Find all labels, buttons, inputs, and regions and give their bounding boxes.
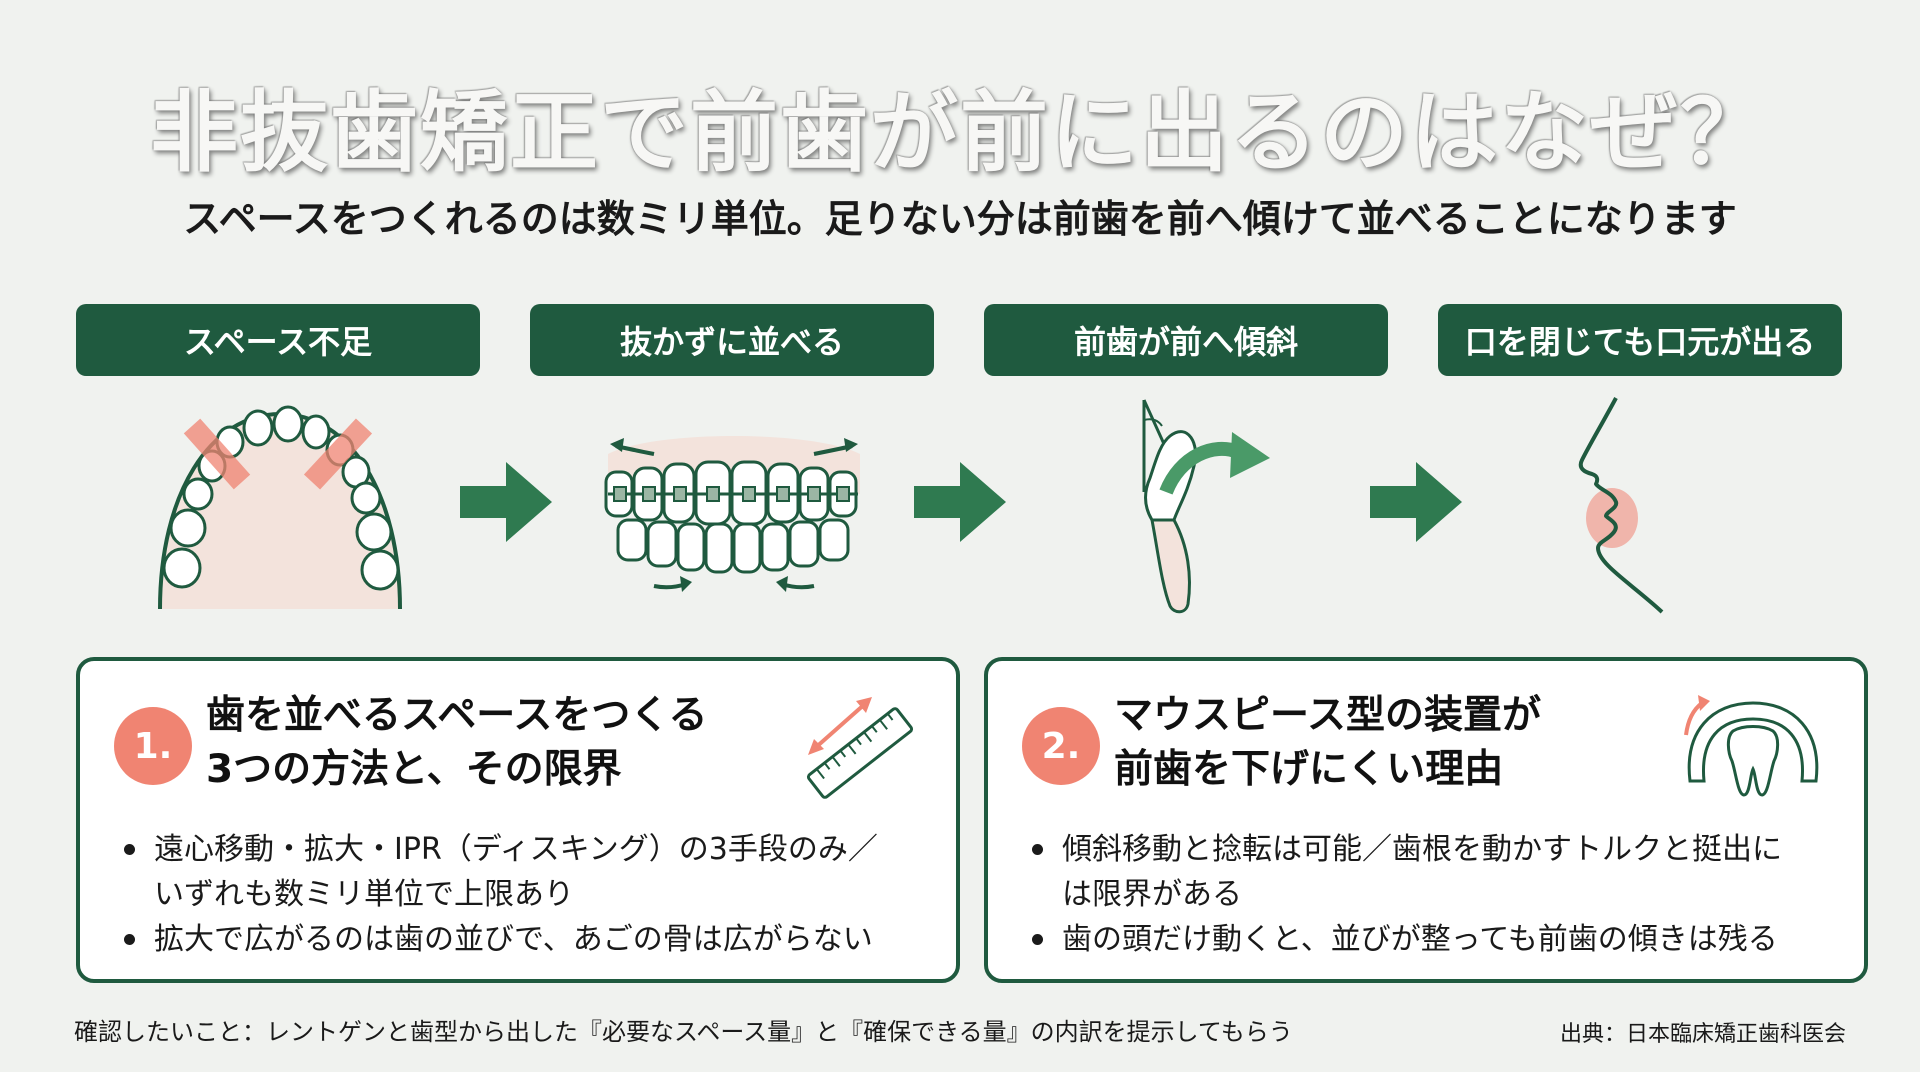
- list-item: 遠心移動・拡大・IPR（ディスキング）の3手段のみ／ いずれも数ミリ単位で上限あ…: [120, 827, 932, 917]
- info-card-space-methods: 1. 歯を並べるスペースをつくる 3つの方法と、その限界 遠: [76, 657, 960, 983]
- footer-check-note: 確認したいこと：レントゲンと歯型から出した『必要なスペース量』と『確保できる量』…: [74, 1018, 1293, 1046]
- card-number-badge: 2.: [1022, 707, 1100, 785]
- step-label-space-shortage: スペース不足: [76, 304, 480, 376]
- flow-arrow-icon: [460, 462, 552, 542]
- list-item: 傾斜移動と捻転は可能／歯根を動かすトルクと挺出に は限界がある: [1028, 827, 1840, 917]
- card-number-badge: 1.: [114, 707, 192, 785]
- step-label-mouth-protrudes: 口を閉じても口元が出る: [1438, 304, 1842, 376]
- flow-arrow-icon: [914, 462, 1006, 542]
- list-item: 拡大で広がるのは歯の並びで、あごの骨は広がらない: [120, 917, 932, 962]
- card-title: 歯を並べるスペースをつくる 3つの方法と、その限界: [206, 693, 708, 792]
- braces-expansion-icon: [604, 436, 860, 592]
- footer-source: 出典：日本臨床矯正歯科医会: [1559, 1022, 1846, 1047]
- face-profile-icon: [1578, 397, 1664, 614]
- card-bullet-list: 遠心移動・拡大・IPR（ディスキング）の3手段のみ／ いずれも数ミリ単位で上限あ…: [120, 827, 932, 962]
- step-label-front-teeth-tilt: 前歯が前へ傾斜: [984, 304, 1388, 376]
- info-card-aligner-limits: 2. マウスピース型の装置が 前歯を下げにくい理由 傾斜移動と捻転は可能／歯根を…: [984, 657, 1868, 983]
- aligner-tooth-icon: [1684, 695, 1819, 797]
- card-title: マウスピース型の装置が 前歯を下げにくい理由: [1114, 693, 1542, 792]
- list-item: 歯の頭だけ動くと、並びが整っても前歯の傾きは残る: [1028, 917, 1840, 962]
- card-bullet-list: 傾斜移動と捻転は可能／歯根を動かすトルクと挺出に は限界がある 歯の頭だけ動くと…: [1028, 827, 1840, 962]
- dental-arch-crowding-icon: [158, 405, 402, 610]
- page-subtitle: スペースをつくれるのは数ミリ単位。足りない分は前歯を前へ傾けて並べることになりま…: [183, 197, 1737, 241]
- step-label-align-without-extraction: 抜かずに並べる: [530, 304, 934, 376]
- ruler-icon: [806, 697, 914, 799]
- flow-arrow-icon: [1370, 462, 1462, 542]
- tooth-tilt-icon: [1142, 399, 1270, 614]
- page-title: 非抜歯矯正で前歯が前に出るのはなぜ？: [149, 81, 1770, 184]
